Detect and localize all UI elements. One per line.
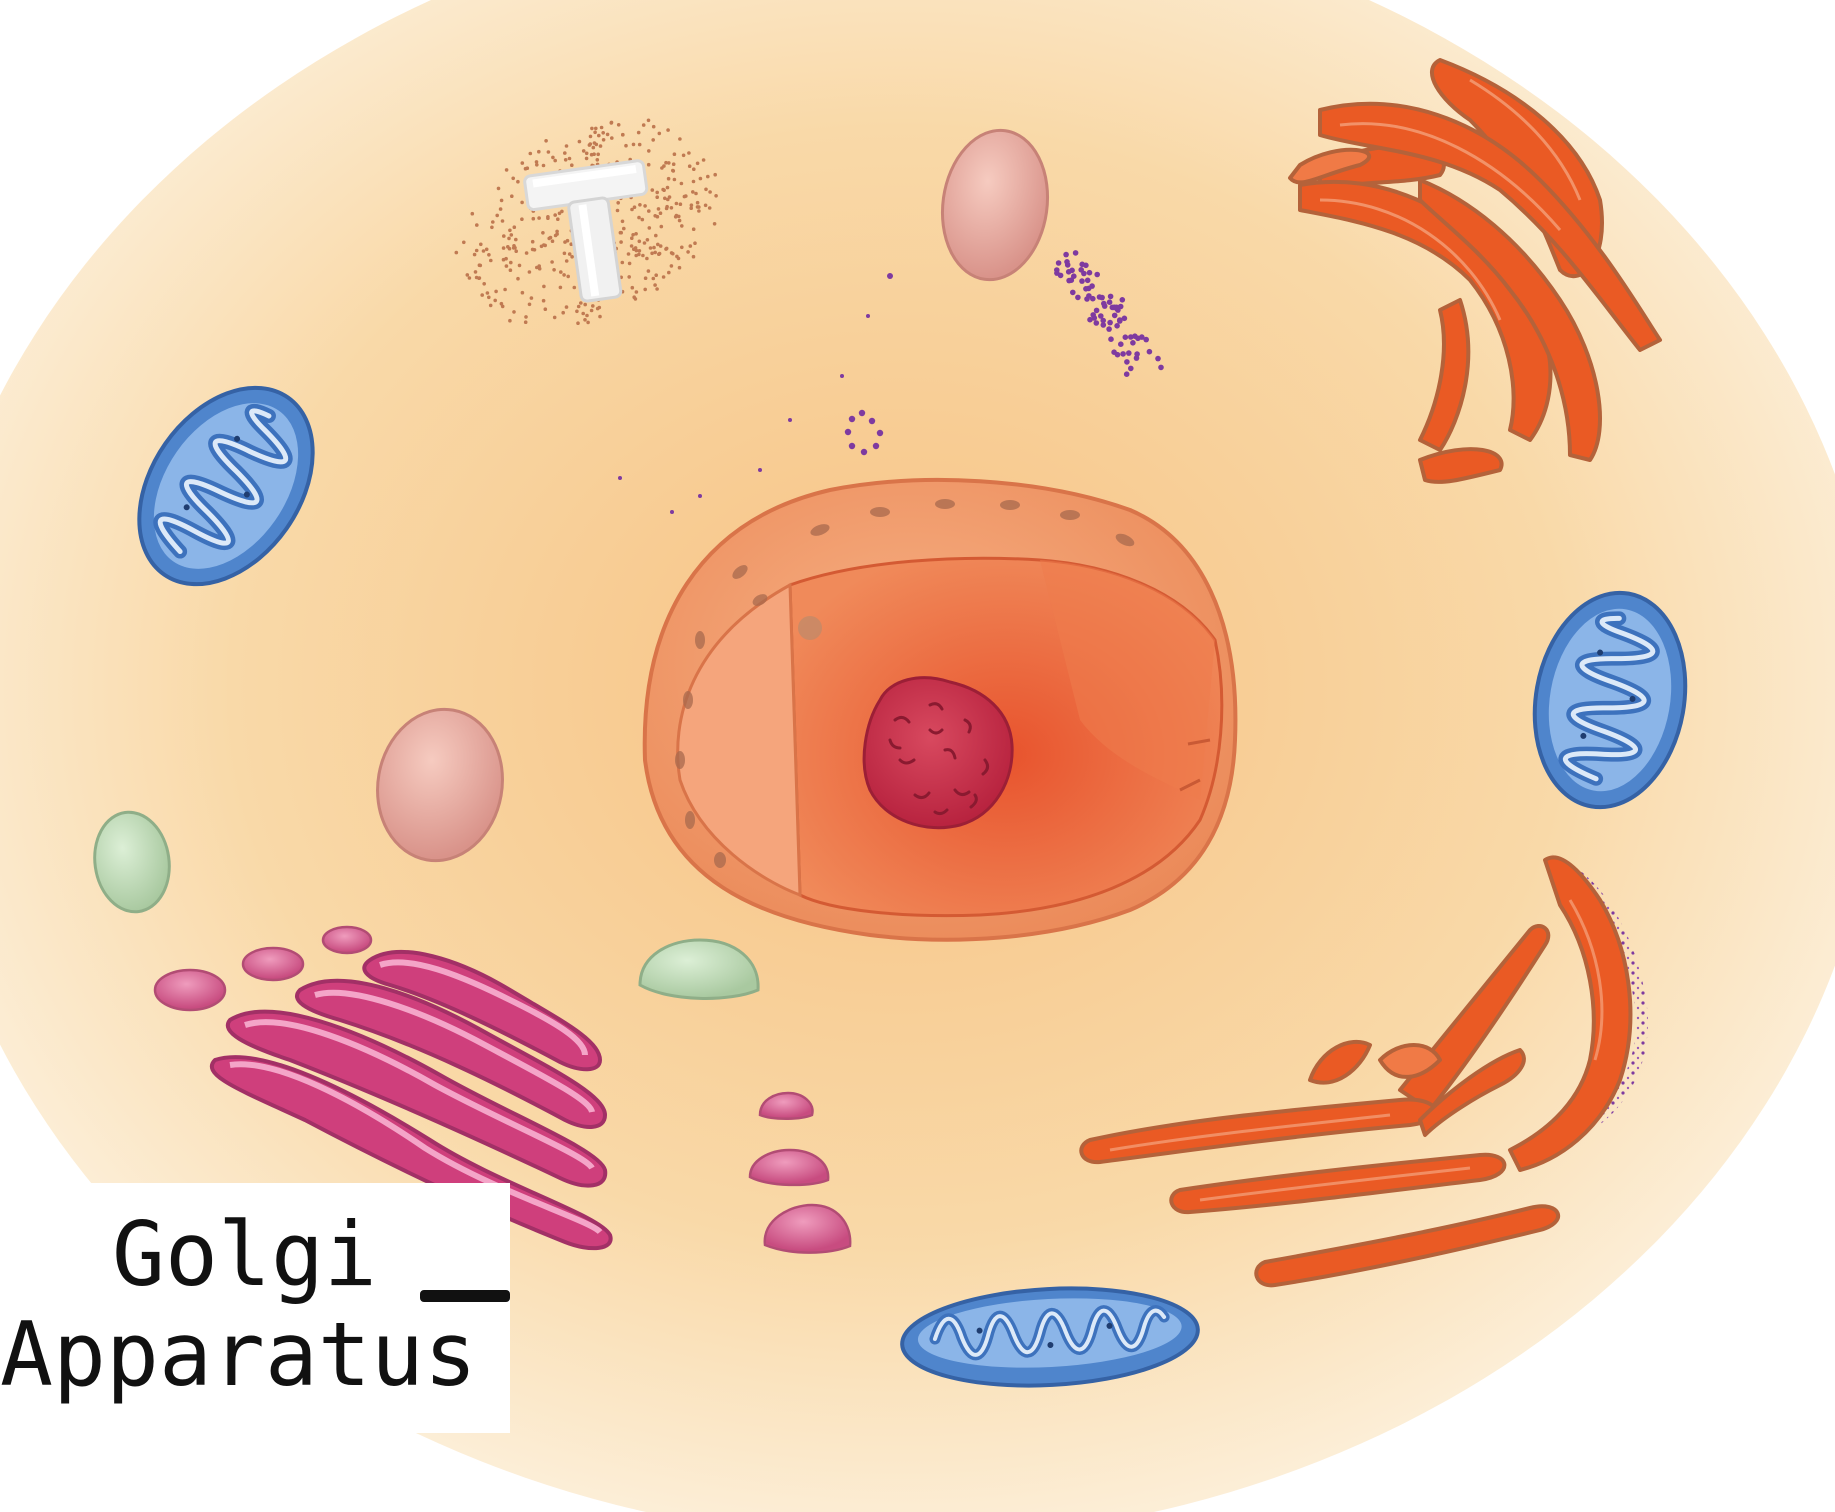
golgi-label-box: Golgi Apparatus [0,1183,510,1433]
label-line-2: Apparatus [0,1305,477,1405]
label-line-1: Golgi [112,1205,377,1305]
label-leader-line [420,1290,510,1302]
nucleus-icon [645,480,1236,940]
